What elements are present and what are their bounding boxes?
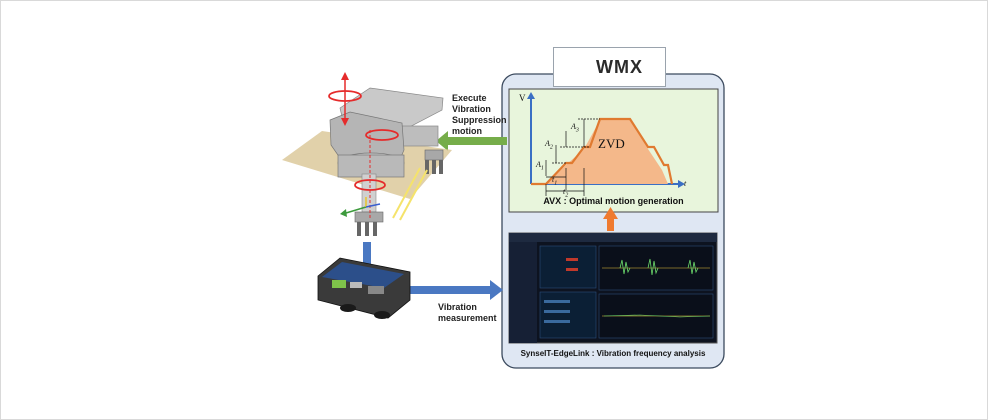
- blue-arrow-vertical: [363, 242, 371, 270]
- end-effector: [354, 211, 384, 223]
- velocity-profile-fill: [546, 120, 668, 184]
- a1-label: A1: [536, 160, 544, 172]
- blue-arrow-shaft: [405, 286, 493, 294]
- t-axis-label: t: [684, 179, 687, 188]
- a3-label: A3: [571, 122, 579, 134]
- v-axis-label: V: [519, 93, 526, 103]
- measurement-label: Vibration measurement: [438, 302, 497, 323]
- zvd-label: ZVD: [598, 136, 625, 151]
- orange-arrow-head: [603, 207, 618, 219]
- robot-arm-base-joint: [337, 154, 405, 178]
- rotation-marker-top: [328, 90, 362, 102]
- t2-label: t2: [563, 187, 569, 199]
- avx-caption: AVX : Optimal motion generation: [543, 196, 684, 206]
- execute-label: Execute Vibration Suppression motion: [452, 93, 507, 136]
- t1-label: t1: [552, 175, 558, 187]
- a2-label: A2: [545, 139, 553, 151]
- orange-arrow-shaft: [607, 217, 614, 231]
- wmx-logo-text: WMX: [596, 57, 643, 77]
- green-arrow-head: [436, 131, 448, 151]
- wmx-logo: WMX: [553, 47, 666, 87]
- green-arrow-shaft: [445, 137, 507, 145]
- rotation-marker-mid: [365, 129, 399, 141]
- edgelink-caption: SynseIT-EdgeLink : Vibration frequency a…: [520, 349, 706, 358]
- blue-arrow-head: [490, 280, 503, 300]
